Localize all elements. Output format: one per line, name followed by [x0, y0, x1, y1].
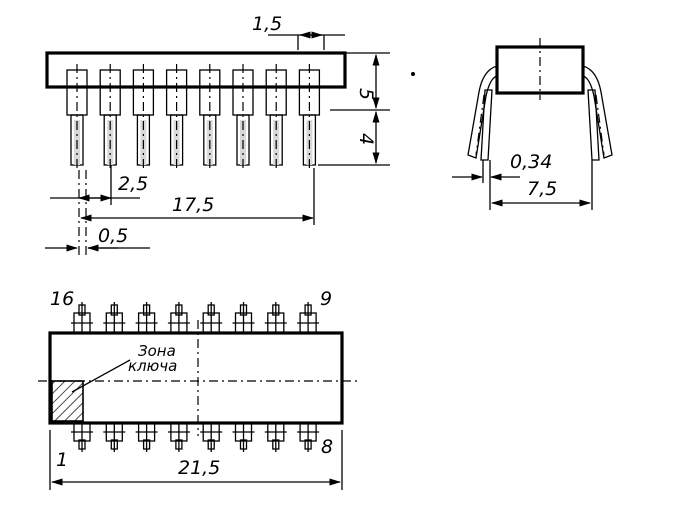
dim-1-5-label: 1,5: [252, 13, 282, 35]
dim-17-5-label: 17,5: [172, 194, 214, 216]
top-pin-lower: [297, 422, 320, 452]
top-pin-lower: [200, 422, 223, 452]
pin-1-label: 1: [56, 449, 68, 471]
top-pin-lower: [103, 422, 126, 452]
front-pin: [132, 64, 155, 168]
top-view: Зона ключа: [38, 302, 358, 452]
dim-height: 5 4: [318, 52, 390, 166]
front-pin: [232, 64, 254, 168]
pin-16-label: 16: [50, 288, 74, 310]
key-zone-label-line2: ключа: [128, 357, 177, 375]
front-pin: [99, 64, 121, 168]
top-pin-lower: [264, 422, 287, 452]
top-pin-upper: [135, 302, 158, 334]
dim-21-5: 21,5: [49, 430, 343, 490]
top-pin-lower: [135, 422, 158, 452]
dim-2-5-label: 2,5: [118, 173, 148, 195]
top-view-body: [48, 331, 344, 425]
key-zone-hatch: [51, 380, 84, 422]
dim-21-5-label: 21,5: [178, 457, 220, 479]
dim-7-5-label: 7,5: [527, 178, 557, 200]
front-view: [45, 51, 347, 255]
front-pin: [265, 64, 287, 168]
top-pin-upper: [297, 302, 320, 334]
top-pin-upper: [167, 302, 190, 334]
top-pin-lower: [71, 422, 93, 452]
side-view: [467, 38, 613, 161]
front-pin: [165, 64, 188, 168]
front-pin: [298, 64, 321, 168]
front-view-body: [45, 51, 347, 89]
front-view-pins: [66, 64, 321, 168]
front-pin: [66, 64, 88, 168]
dim-1-5: 1,5: [252, 13, 345, 50]
dim-0-34-label: 0,34: [510, 151, 552, 173]
dim-0-34: 0,34: [452, 151, 552, 183]
key-zone-label-line1: Зона: [138, 342, 176, 360]
pin-8-label: 8: [321, 436, 333, 458]
dim-5-label: 5: [355, 88, 377, 100]
top-pin-upper: [232, 302, 255, 334]
dim-17-5: 17,5: [79, 168, 315, 225]
dim-7-5: 7,5: [489, 160, 593, 210]
top-pin-upper: [71, 302, 93, 334]
top-pin-upper: [200, 302, 223, 334]
top-pin-upper: [264, 302, 287, 334]
top-view-pins: [71, 302, 320, 452]
top-pin-lower: [167, 422, 190, 452]
top-pin-lower: [232, 422, 255, 452]
dim-0-5: 0,5: [45, 225, 150, 252]
top-pin-upper: [103, 302, 126, 334]
dim-0-5-label: 0,5: [98, 225, 128, 247]
pin-9-label: 9: [320, 288, 332, 310]
dim-4-label: 4: [355, 133, 377, 145]
dim-2-5: 2,5: [50, 165, 148, 205]
front-pin: [199, 64, 221, 168]
